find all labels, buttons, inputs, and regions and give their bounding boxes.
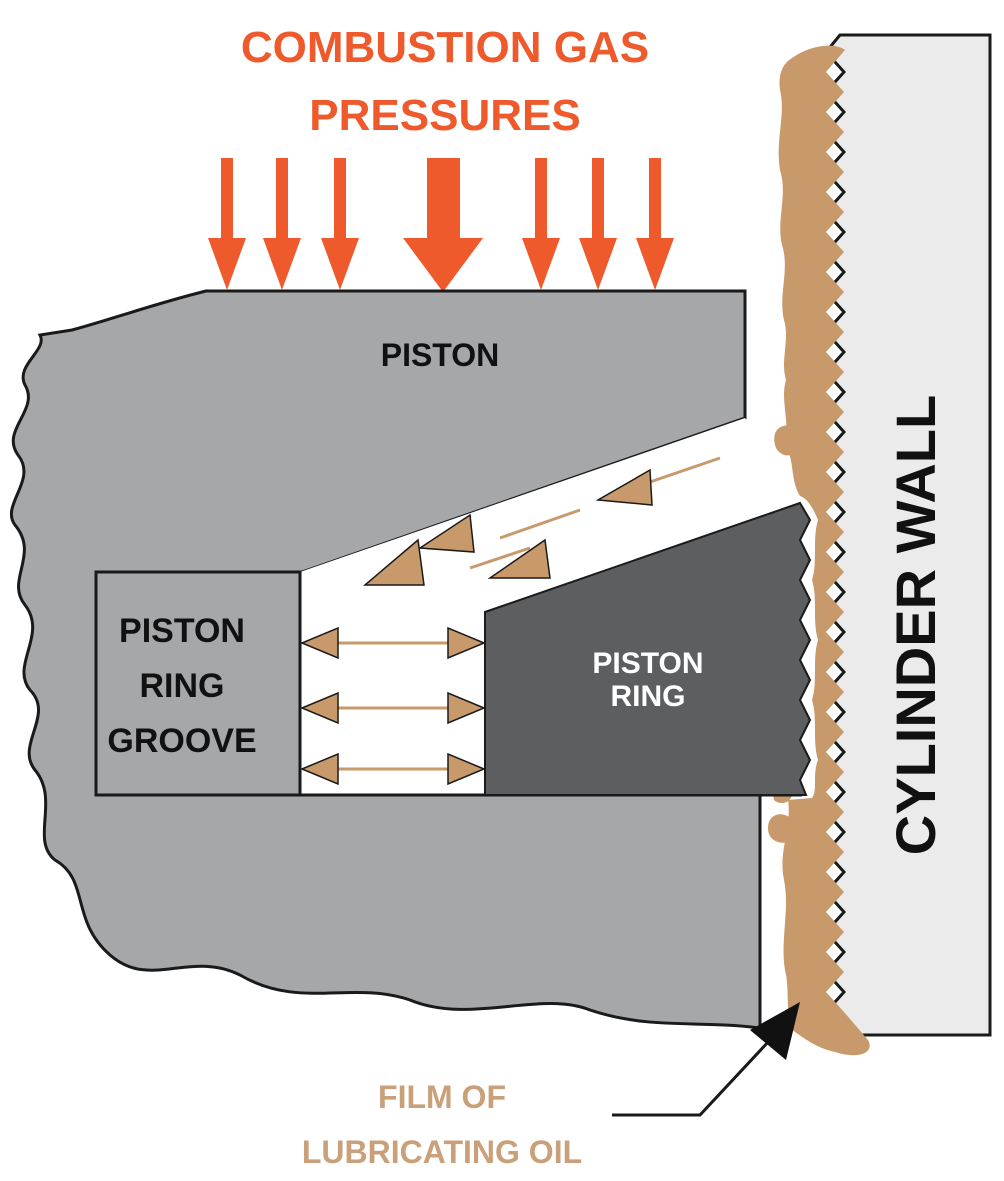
title-line-1: COMBUSTION GAS: [241, 23, 649, 72]
groove-arrow-left: [300, 691, 339, 725]
groove-arrow-right: [447, 752, 486, 786]
pressure-arrow: [522, 158, 560, 290]
ring-label-line-1: PISTON: [592, 647, 703, 680]
piston-label: PISTON: [381, 337, 500, 373]
oil-callout-line: [612, 1038, 772, 1117]
oil-film: [778, 45, 870, 1056]
pressure-arrows: [208, 158, 674, 292]
pressure-arrow: [263, 158, 301, 290]
cylinder-wall-label: CYLINDER WALL: [884, 395, 947, 855]
pressure-arrow: [208, 158, 246, 290]
oil-droplet: [774, 425, 803, 456]
oil-label-line-2: LUBRICATING OIL: [302, 1134, 582, 1170]
pressure-arrow: [321, 158, 359, 290]
pressure-arrow: [636, 158, 674, 290]
groove-arrow-right: [447, 626, 486, 660]
gas-flow-arrow: [487, 538, 551, 579]
gas-flow-arrows: [362, 456, 721, 586]
groove-label-line-3: GROOVE: [107, 722, 256, 760]
oil-droplet: [768, 814, 796, 843]
gas-flow-arrow: [595, 468, 653, 506]
pressure-arrow-large: [403, 158, 483, 292]
gas-flow-line: [499, 508, 581, 540]
gas-flow-line: [469, 546, 531, 570]
gas-flow-arrow: [362, 538, 425, 586]
gas-flow-arrow: [417, 513, 475, 553]
groove-arrow-left: [300, 626, 339, 660]
groove-arrow-right: [447, 691, 486, 725]
piston-ring: [484, 501, 812, 796]
groove-pressure-arrows: [300, 626, 486, 786]
gas-flow-line: [649, 456, 721, 484]
piston: [9, 289, 762, 1030]
ring-label-line-2: RING: [611, 680, 686, 713]
oil-label-line-1: FILM OF: [378, 1079, 506, 1115]
title-line-2: PRESSURES: [309, 91, 580, 140]
groove-label-line-1: PISTON: [119, 612, 245, 650]
groove-label-line-2: RING: [140, 667, 225, 705]
oil-callout-arrowhead: [750, 1002, 800, 1060]
pressure-arrow: [579, 158, 617, 290]
groove-arrow-left: [300, 752, 339, 786]
